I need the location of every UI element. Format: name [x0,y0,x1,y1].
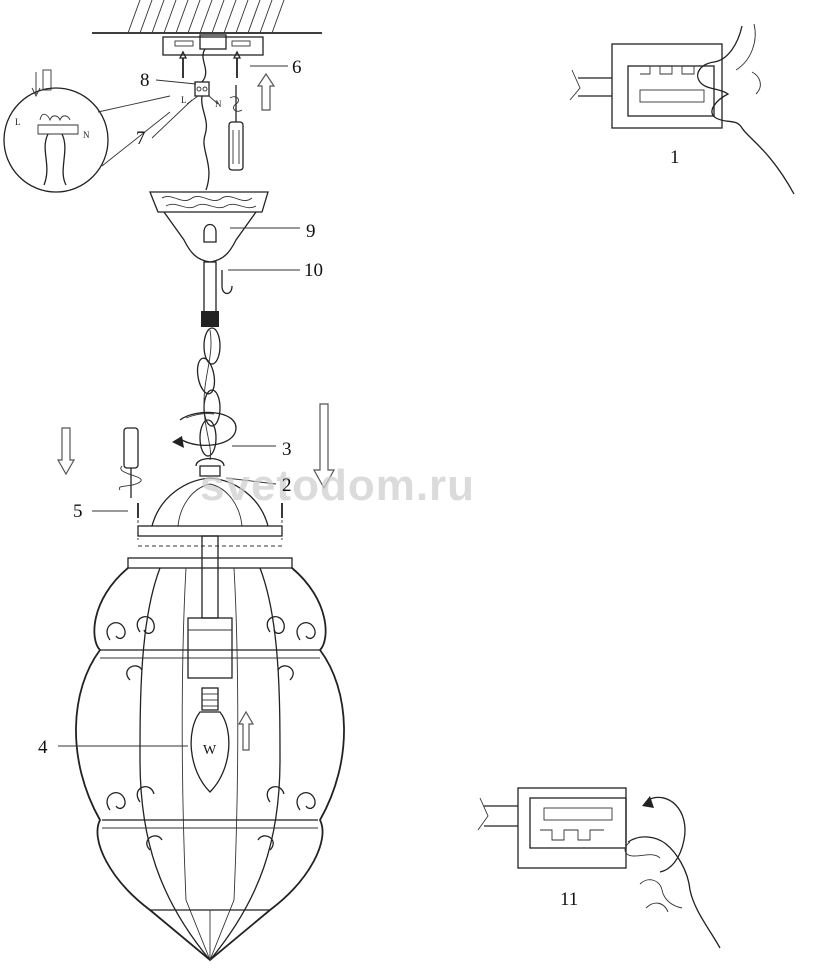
callout-8: 8 [140,70,150,91]
up-arrow-6 [256,72,276,111]
callout-7: 7 [136,128,146,149]
ceiling [92,0,322,34]
wire-label-neutral: N [83,130,90,140]
down-arrow-left [56,427,76,476]
callout-1: 1 [670,147,680,168]
callout-4: 4 [38,737,48,758]
side-screws [92,503,283,540]
connector-inset-1 [569,23,795,195]
connector-inset-11 [477,787,721,949]
wire-label-neutral-small: N [215,99,222,109]
canopy [149,191,300,263]
callout-2: 2 [282,475,292,496]
callout-9: 9 [306,221,316,242]
decorative-scrolls [106,616,316,851]
up-arrow-bulb [237,710,255,751]
callout-3: 3 [282,439,292,460]
wiring-detail-inset: L N [3,69,171,193]
terminal-block: L N [181,48,222,191]
chain-coupling [201,311,219,327]
callout-5: 5 [73,501,83,522]
light-bulb: W [58,687,230,793]
mounting-screws [178,50,242,78]
stem-and-hook [203,261,300,313]
callout-10: 10 [304,260,323,281]
socket [187,535,233,679]
watermark: svetodom.ru [200,461,475,510]
wire-label-live-small: L [181,95,187,105]
lantern-body [75,557,345,962]
mounting-bracket [162,34,264,56]
twist-arrow [172,411,237,448]
screwdriver-upper [228,85,244,171]
chain [196,327,221,461]
down-arrow-right [312,403,336,490]
screwdriver-lower [118,427,142,498]
callout-11: 11 [560,889,578,910]
callout-6: 6 [292,57,302,78]
bulb-marking: W [203,743,217,758]
wire-label-live: L [15,117,21,127]
